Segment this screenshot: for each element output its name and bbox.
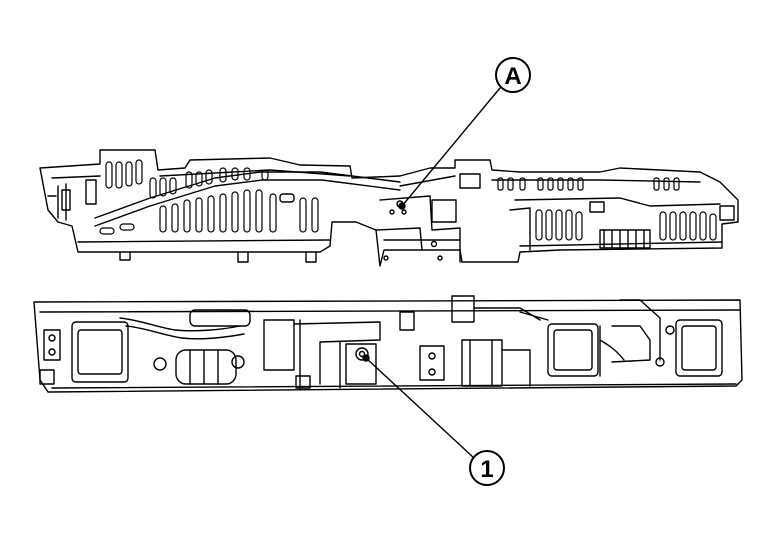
callout-1-label: 1 <box>480 456 493 483</box>
callout-a: A <box>398 57 531 210</box>
callout-a-circle <box>495 57 531 93</box>
leader-dot-1 <box>362 354 370 362</box>
lower-battery-assembly <box>33 295 743 393</box>
leader-dot-a <box>398 202 406 210</box>
callout-1: 1 <box>362 354 505 486</box>
bolt <box>355 347 369 361</box>
leader-line-1 <box>365 357 475 459</box>
connector-bracket <box>375 173 481 263</box>
callout-1-circle <box>469 450 505 486</box>
leader-line-a <box>401 87 501 207</box>
callout-a-label: A <box>504 63 521 90</box>
upper-cover-assembly <box>39 149 739 267</box>
